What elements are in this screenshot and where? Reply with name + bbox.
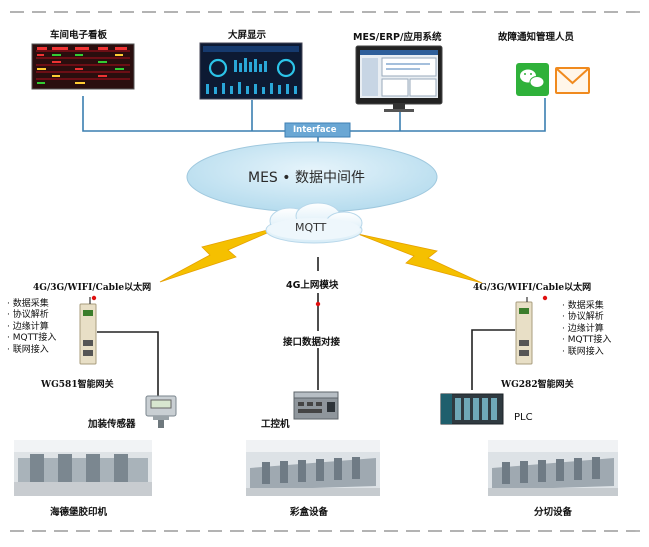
color-box-machine-image: [246, 440, 380, 496]
left-red-dot: [91, 295, 97, 301]
right-feature-item: 协议解析: [562, 312, 611, 323]
big-screen-label: 大屏显示: [228, 30, 267, 41]
wg282-gateway-image: [515, 297, 533, 365]
right-network-label: 4G/3G/WIFI/Cable以太网: [473, 283, 592, 293]
left-feature-item: 数据采集: [7, 299, 56, 310]
left-feature-list: 数据采集 协议解析 边缘计算 MQTT接入 联网接入: [7, 299, 57, 356]
color-box-label: 彩盒设备: [290, 507, 329, 518]
left-feature-item: 协议解析: [7, 310, 56, 321]
workshop-board-label: 车间电子看板: [50, 30, 108, 41]
fault-notify-label: 故障通知管理人员: [498, 32, 575, 43]
center-red-dot: [315, 301, 321, 307]
left-network-label: 4G/3G/WIFI/Cable以太网: [33, 283, 152, 293]
ipc-label: 工控机: [261, 419, 290, 430]
right-feature-item: 数据采集: [562, 301, 611, 312]
heidelberg-label: 海德堡胶印机: [50, 507, 108, 518]
right-red-dot: [542, 295, 548, 301]
interface-box: [284, 122, 351, 138]
top-connector-lines: [82, 96, 546, 143]
sensor-label: 加装传感器: [88, 419, 136, 430]
mqtt-cloud-center: [268, 218, 360, 240]
app-monitor-image: [355, 45, 443, 112]
left-feature-item: MQTT接入: [7, 333, 57, 344]
interface-label: Interface: [293, 125, 337, 135]
wg581-gateway-image: [79, 297, 97, 365]
center-interface-label: 接口数据对接: [283, 337, 341, 348]
right-feature-item: MQTT接入: [562, 335, 612, 346]
workshop-board-image: [31, 43, 135, 90]
slitting-label: 分切设备: [534, 507, 573, 518]
big-screen-image: [199, 42, 303, 100]
mail-icon: [555, 67, 590, 94]
right-feature-item: 边缘计算: [562, 324, 611, 335]
left-feature-item: 联网接入: [7, 345, 56, 356]
mqtt-label: MQTT: [295, 221, 327, 234]
left-lightning: [159, 225, 284, 283]
sensor-image: [145, 395, 177, 428]
middleware-label: MES • 数据中间件: [248, 170, 365, 186]
apps-label: MES/ERP/应用系统: [353, 32, 442, 43]
right-feature-list: 数据采集 协议解析 边缘计算 MQTT接入 联网接入: [562, 301, 612, 358]
slitting-machine-image: [488, 440, 618, 496]
plc-label: PLC: [514, 412, 533, 423]
left-gateway-label: WG581智能网关: [41, 380, 114, 390]
right-lightning: [357, 233, 483, 284]
ipc-image: [293, 391, 339, 420]
heidelberg-press-image: [14, 440, 152, 496]
wechat-icon: [516, 63, 549, 96]
right-gateway-label: WG282智能网关: [501, 380, 574, 390]
plc-image: [440, 393, 504, 425]
left-gateway-line: [97, 331, 159, 396]
right-gateway-line: [471, 329, 515, 390]
right-feature-item: 联网接入: [562, 347, 611, 358]
center-network-label: 4G上网模块: [286, 280, 339, 291]
left-feature-item: 边缘计算: [7, 322, 56, 333]
